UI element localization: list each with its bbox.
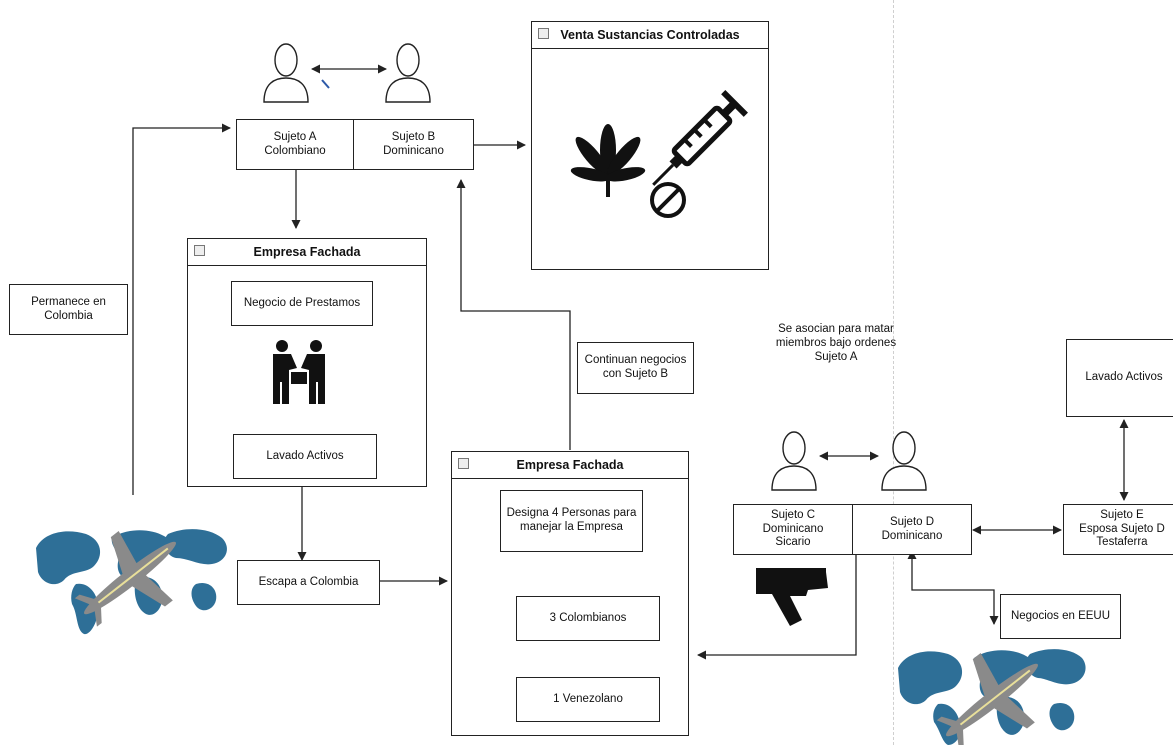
negocios-eeuu-box: Negocios en EEUU xyxy=(1000,594,1121,639)
sujeto-b-nationality: Dominicano xyxy=(383,144,444,157)
venezolano-label: 1 Venezolano xyxy=(553,692,623,705)
venezolano-box: 1 Venezolano xyxy=(516,677,660,722)
colombianos-box: 3 Colombianos xyxy=(516,596,660,641)
permanece-box: Permanece en Colombia xyxy=(9,284,128,335)
sujeto-c-name: Sujeto C xyxy=(770,508,816,521)
window-icon xyxy=(538,28,549,39)
negocio-prestamos-label: Negocio de Prestamos xyxy=(243,296,361,309)
pill-icon xyxy=(650,182,686,218)
lavado-activos-right-label: Lavado Activos xyxy=(1085,371,1163,384)
escapa-box: Escapa a Colombia xyxy=(237,560,380,605)
venta-panel: Venta Sustancias Controladas xyxy=(531,21,769,270)
sujeto-c-nationality: Dominicano xyxy=(762,522,824,535)
sujeto-d-name: Sujeto D xyxy=(889,515,935,528)
empresa1-title: Empresa Fachada xyxy=(253,245,361,259)
sujeto-b-name: Sujeto B xyxy=(391,130,436,143)
asocian-label: Se asocian para matar miembros bajo orde… xyxy=(775,323,897,363)
continuan-box: Continuan negocios con Sujeto B xyxy=(577,342,694,394)
syringe-icon xyxy=(652,90,748,186)
sujeto-a-name: Sujeto A xyxy=(273,130,317,143)
permanece-label: Permanece en Colombia xyxy=(31,295,106,322)
escapa-label: Escapa a Colombia xyxy=(258,575,359,588)
empresa2-title-bar: Empresa Fachada xyxy=(452,452,688,479)
negocios-eeuu-label: Negocios en EEUU xyxy=(1010,609,1111,622)
empresa1-title-bar: Empresa Fachada xyxy=(188,239,426,266)
sujeto-e-role: Testaferra xyxy=(1096,536,1148,549)
arrow-continuan xyxy=(456,179,571,450)
colombianos-label: 3 Colombianos xyxy=(549,611,627,624)
window-icon xyxy=(194,245,205,256)
sujeto-d-nationality: Dominicano xyxy=(881,529,943,542)
designa-label: Designa 4 Personas para manejar la Empre… xyxy=(506,507,637,533)
airplane-icon xyxy=(74,531,176,627)
arrow-c-empresa2 xyxy=(697,545,861,660)
sujeto-e-name: Sujeto E xyxy=(1100,508,1144,521)
lavado-activos-right-box: Lavado Activos xyxy=(1066,339,1173,417)
handshake-icon xyxy=(273,340,325,404)
lavado-activos-label: Lavado Activos xyxy=(266,449,344,462)
pistol-icon xyxy=(756,568,828,626)
page-divider xyxy=(893,0,894,745)
negocio-prestamos-box: Negocio de Prestamos xyxy=(231,281,373,326)
lavado-activos-box: Lavado Activos xyxy=(233,434,377,479)
continuan-label: Continuan negocios con Sujeto B xyxy=(584,354,687,380)
sujeto-c-role: Sicario xyxy=(775,536,811,549)
venta-title-bar: Venta Sustancias Controladas xyxy=(532,22,768,49)
arrow-permanece xyxy=(132,123,231,495)
asocian-text: Se asocian para matar miembros bajo orde… xyxy=(774,323,898,364)
venta-title: Venta Sustancias Controladas xyxy=(560,28,740,42)
airplane-icon xyxy=(936,653,1038,745)
sujeto-a-nationality: Colombiano xyxy=(264,144,326,157)
arrow-d-eeuu xyxy=(907,550,999,625)
designa-box: Designa 4 Personas para manejar la Empre… xyxy=(500,490,643,552)
empresa2-title: Empresa Fachada xyxy=(516,458,624,472)
window-icon xyxy=(458,458,469,469)
cannabis-leaf-icon xyxy=(570,124,646,197)
sujeto-e-relation: Esposa Sujeto D xyxy=(1079,522,1165,535)
